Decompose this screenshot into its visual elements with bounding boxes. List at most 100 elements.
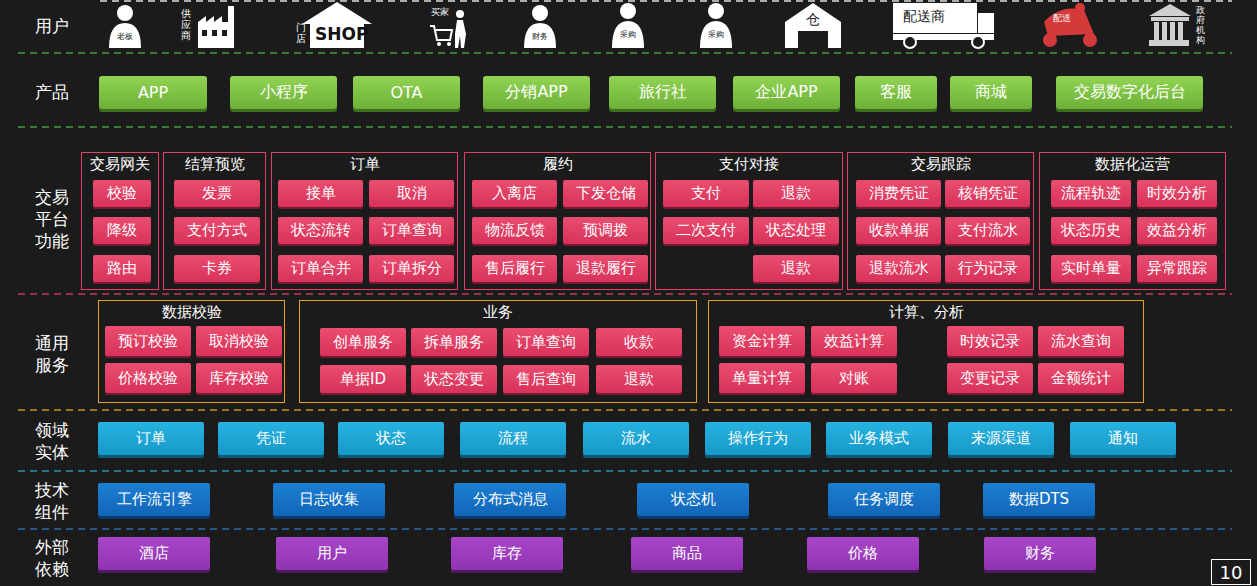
box-label: 库存 <box>492 544 522 563</box>
function-box: 行为记录 <box>945 255 1030 282</box>
function-box: 库存校验 <box>196 363 282 393</box>
box-label: 异常跟踪 <box>1147 259 1207 278</box>
person-icon <box>532 5 548 21</box>
box-label: 效益分析 <box>1147 221 1207 240</box>
box-label: 酒店 <box>139 544 169 563</box>
function-box: 价格校验 <box>105 363 191 393</box>
box-label: 单量计算 <box>732 369 792 388</box>
truck-wheel <box>904 36 916 48</box>
function-box: 状态处理 <box>753 217 839 244</box>
box-label: 状态机 <box>671 490 716 509</box>
box-label: 单据ID <box>340 370 386 389</box>
house-roof <box>302 2 372 24</box>
icon-label: 门店 <box>296 22 306 44</box>
box-label: 预订校验 <box>118 332 178 351</box>
box-label: 10 <box>1220 562 1243 583</box>
box-label: 效益计算 <box>824 332 884 351</box>
box-label: 企业APP <box>755 82 817 103</box>
box-label: 状态处理 <box>766 221 826 240</box>
building-roof <box>1149 4 1191 16</box>
truck-cab <box>978 13 994 33</box>
box-label: 拆单服务 <box>424 333 484 352</box>
scooter-wheel <box>1043 33 1057 47</box>
box-label: 卡券 <box>202 259 232 278</box>
box-label: 退款 <box>624 370 654 389</box>
function-box: 商品 <box>631 537 743 570</box>
government-icon <box>1149 4 1191 46</box>
function-box: 支付 <box>663 180 749 207</box>
box-label: 创单服务 <box>333 333 393 352</box>
building-column <box>1178 22 1183 40</box>
truck-body <box>893 3 977 33</box>
function-box: 流水 <box>583 422 689 455</box>
box-label: 流水 <box>621 429 651 448</box>
row-label: 交易平台功能 <box>35 186 71 252</box>
box-label: 时效记录 <box>960 332 1020 351</box>
box-label: 任务调度 <box>854 490 914 509</box>
separator-line <box>18 52 1232 54</box>
box-label: 支付方式 <box>187 221 247 240</box>
box-label: 下发仓储 <box>576 184 636 203</box>
box-label: 价格 <box>848 544 878 563</box>
box-label: 行为记录 <box>958 259 1018 278</box>
box-label: 校验 <box>107 184 137 203</box>
box-label: 小程序 <box>260 82 308 103</box>
person-icon <box>700 21 732 48</box>
building-column <box>1170 22 1175 40</box>
box-label: 核销凭证 <box>958 184 1018 203</box>
function-box: 二次支付 <box>663 217 749 244</box>
separators <box>18 1 1232 529</box>
function-box: 售后履行 <box>472 255 557 282</box>
box-label: 接单 <box>306 184 336 203</box>
function-box: 操作行为 <box>705 422 811 455</box>
box-label: 预调拨 <box>583 221 628 240</box>
truck-wheel <box>972 36 984 48</box>
building-column <box>1162 22 1167 40</box>
function-box: 取消校验 <box>196 326 282 356</box>
function-box: 异常跟踪 <box>1137 255 1217 282</box>
box-label: 退款流水 <box>869 259 929 278</box>
row-label: 产品 <box>35 81 71 103</box>
box-label: 退款 <box>781 184 811 203</box>
function-box: 数据DTS <box>983 483 1095 516</box>
user-icons <box>109 2 1191 48</box>
cart-icon <box>430 26 452 40</box>
box-label: 订单合并 <box>291 259 351 278</box>
separator-line <box>100 0 1232 2</box>
separator-line <box>18 409 1232 411</box>
function-box: 小程序 <box>230 76 337 109</box>
icon-label: 财务 <box>532 31 548 42</box>
function-box: 订单拆分 <box>369 255 454 282</box>
row-label: 用户 <box>35 15 71 37</box>
box-label: 二次支付 <box>676 221 736 240</box>
factory-window <box>212 30 217 36</box>
function-box: 财务 <box>984 537 1096 570</box>
person-icon <box>109 23 141 48</box>
function-box: 接单 <box>278 180 363 207</box>
box-label: 通知 <box>1108 429 1138 448</box>
box-label: 金额统计 <box>1051 369 1111 388</box>
box-label: 凭证 <box>256 429 286 448</box>
icon-label: 采购 <box>620 29 636 40</box>
function-box: 流程轨迹 <box>1051 180 1131 207</box>
group-title: 支付对接 <box>656 153 842 174</box>
function-box: 实时单量 <box>1051 255 1131 282</box>
function-box: 任务调度 <box>828 483 940 516</box>
box-label: 物流反馈 <box>485 221 545 240</box>
box-label: 分销APP <box>505 82 567 103</box>
group-box: 履约入离店下发仓储物流反馈预调拨售后履行退款履行 <box>464 152 651 290</box>
group-title: 计算、分析 <box>709 301 1143 322</box>
function-box: 效益计算 <box>811 326 897 356</box>
box-label: 数据DTS <box>1009 490 1069 509</box>
factory-window <box>222 30 227 36</box>
function-box: 业务模式 <box>826 422 932 455</box>
function-box: 创单服务 <box>320 328 406 356</box>
box-label: 退款 <box>781 259 811 278</box>
function-box: 路由 <box>93 255 151 282</box>
function-box: 物流反馈 <box>472 217 557 244</box>
function-box: 订单 <box>98 422 204 455</box>
function-box: 酒店 <box>98 537 210 570</box>
function-box: 拆单服务 <box>411 328 497 356</box>
function-box: 用户 <box>276 537 388 570</box>
